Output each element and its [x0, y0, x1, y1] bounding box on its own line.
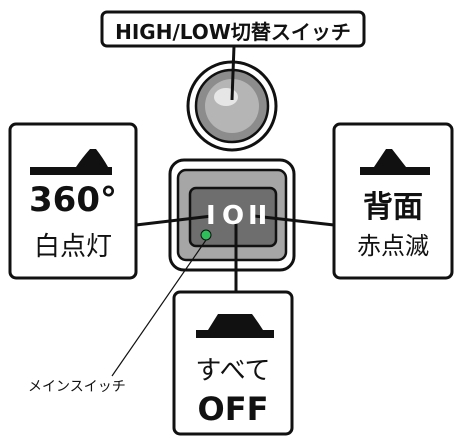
rocker-symbol-on-2: II	[248, 201, 268, 231]
right-leader-line	[253, 214, 335, 227]
high-low-button	[186, 60, 278, 152]
rocker-position-icon	[196, 314, 274, 338]
left-leader-line	[135, 214, 213, 227]
high-low-switch-label: HIGH/LOW切替スイッチ	[115, 20, 351, 44]
top-leader-line	[230, 45, 236, 101]
main-switch-leader-line	[111, 239, 207, 377]
mode-red-blink-label: 赤点滅	[357, 232, 429, 260]
high-low-callout-box	[100, 10, 366, 48]
bottom-callout-box	[172, 290, 294, 436]
mode-off-label: OFF	[197, 390, 269, 428]
main-switch-label: メインスイッチ	[28, 379, 126, 395]
rocker-symbol-off: O	[222, 201, 245, 231]
left-callout-box	[8, 122, 138, 280]
rocker-position-icon	[30, 149, 112, 175]
status-led	[200, 229, 212, 241]
mode-white-light-label: 白点灯	[33, 232, 112, 262]
mode-360-label: 360°	[29, 180, 117, 220]
right-callout-box	[332, 122, 454, 280]
mode-all-label: すべて	[195, 356, 271, 386]
mode-rear-label: 背面	[363, 190, 423, 225]
rocker-symbol-on: I	[206, 201, 216, 231]
rocker-position-icon	[360, 149, 430, 175]
